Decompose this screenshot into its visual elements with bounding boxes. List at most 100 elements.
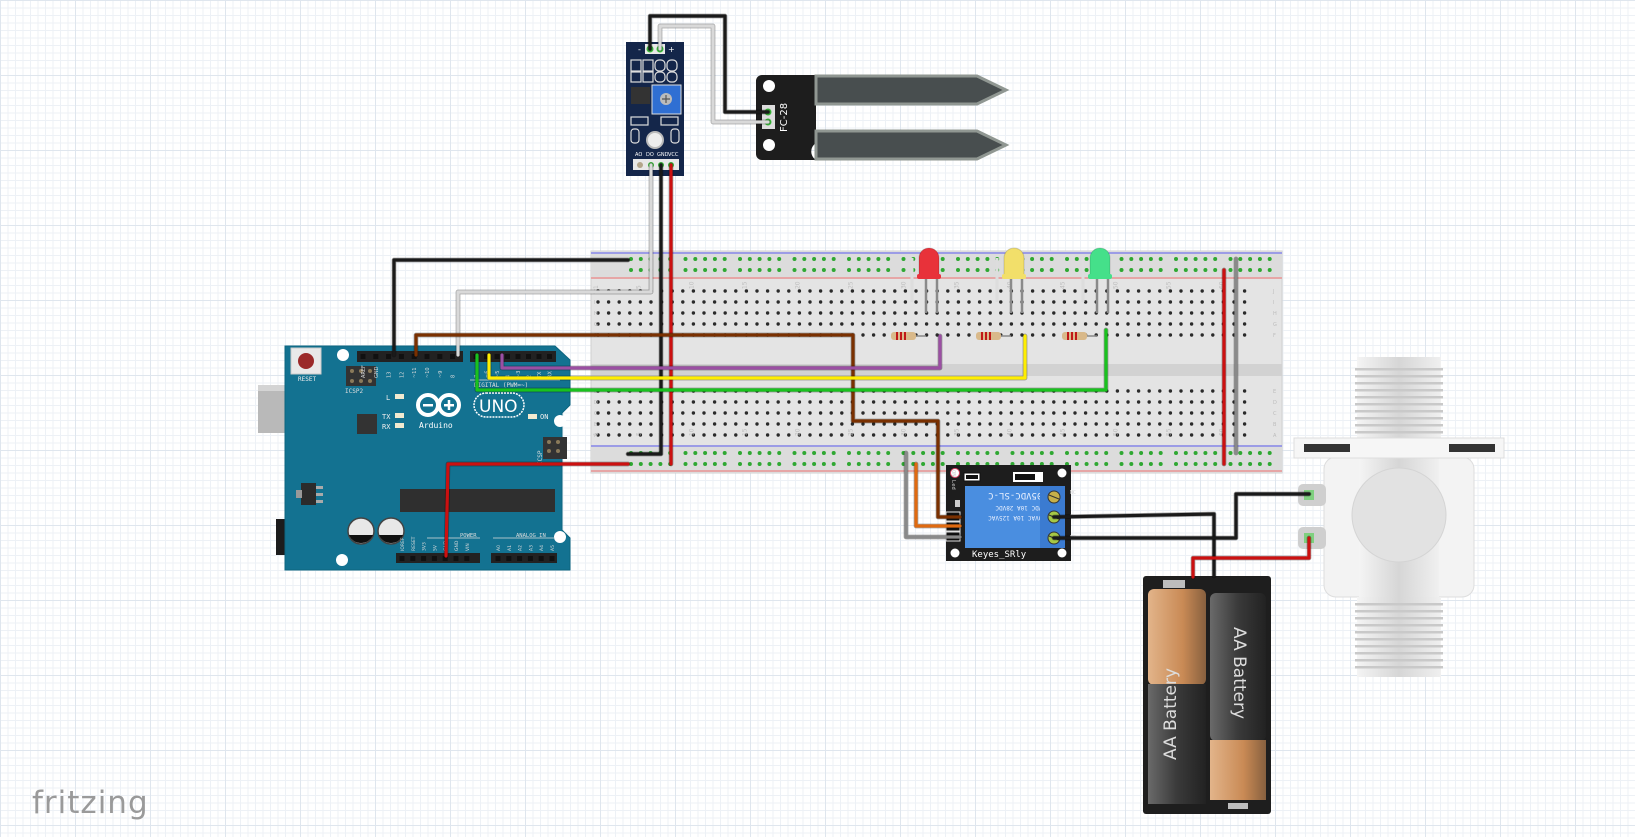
breadboard-hole[interactable] — [744, 400, 749, 404]
breadboard-hole[interactable] — [606, 311, 611, 315]
breadboard-hole[interactable] — [861, 422, 865, 426]
breadboard-hole[interactable] — [776, 300, 780, 304]
breadboard-hole[interactable] — [808, 300, 812, 304]
rail-hole[interactable] — [1228, 268, 1233, 272]
breadboard-hole[interactable] — [1211, 322, 1215, 326]
breadboard-hole[interactable] — [1179, 300, 1183, 304]
rail-hole[interactable] — [777, 268, 782, 272]
breadboard-hole[interactable] — [596, 411, 600, 415]
breadboard-hole[interactable] — [797, 311, 802, 315]
breadboard-hole[interactable] — [787, 300, 791, 304]
breadboard-hole[interactable] — [1242, 422, 1247, 426]
breadboard-hole[interactable] — [1147, 400, 1151, 404]
rail-hole[interactable] — [747, 462, 752, 466]
breadboard-hole[interactable] — [681, 311, 685, 315]
breadboard-hole[interactable] — [1030, 322, 1035, 326]
breadboard-hole[interactable] — [628, 400, 632, 404]
rail-hole[interactable] — [693, 451, 698, 455]
breadboard-hole[interactable] — [681, 433, 685, 437]
breadboard-hole[interactable] — [755, 422, 759, 426]
breadboard-hole[interactable] — [871, 400, 876, 404]
rail-hole[interactable] — [1084, 268, 1089, 272]
breadboard-hole[interactable] — [914, 400, 918, 404]
rail-hole[interactable] — [812, 257, 817, 261]
rail-hole[interactable] — [1104, 462, 1109, 466]
breadboard-hole[interactable] — [1030, 289, 1035, 293]
breadboard-hole[interactable] — [946, 422, 950, 426]
rail-hole[interactable] — [1203, 451, 1208, 455]
rail-hole[interactable] — [856, 451, 861, 455]
breadboard-hole[interactable] — [1189, 333, 1194, 337]
header-pin[interactable] — [431, 556, 437, 561]
breadboard-hole[interactable] — [744, 411, 749, 415]
rail-hole[interactable] — [1094, 462, 1099, 466]
breadboard-hole[interactable] — [1242, 400, 1247, 404]
breadboard-hole[interactable] — [808, 433, 812, 437]
breadboard-hole[interactable] — [871, 411, 876, 415]
breadboard-hole[interactable] — [1073, 400, 1077, 404]
breadboard-hole[interactable] — [1136, 300, 1141, 304]
breadboard-hole[interactable] — [797, 300, 802, 304]
breadboard-hole[interactable] — [1030, 433, 1035, 437]
breadboard-hole[interactable] — [967, 433, 971, 437]
breadboard-hole[interactable] — [723, 300, 727, 304]
breadboard-hole[interactable] — [871, 311, 876, 315]
rail-hole[interactable] — [856, 462, 861, 466]
breadboard-hole[interactable] — [1200, 411, 1204, 415]
breadboard-hole[interactable] — [893, 300, 897, 304]
breadboard-hole[interactable] — [617, 300, 621, 304]
breadboard-hole[interactable] — [977, 289, 982, 293]
pin-ao[interactable] — [637, 162, 643, 168]
breadboard-hole[interactable] — [1200, 300, 1204, 304]
breadboard-hole[interactable] — [1158, 333, 1162, 337]
breadboard-hole[interactable] — [628, 433, 632, 437]
wire-core[interactable] — [648, 14, 770, 114]
wire-core[interactable] — [914, 462, 962, 528]
breadboard-hole[interactable] — [1020, 433, 1024, 437]
breadboard-hole[interactable] — [1073, 322, 1077, 326]
breadboard-hole[interactable] — [956, 311, 961, 315]
breadboard-hole[interactable] — [903, 411, 908, 415]
breadboard-hole[interactable] — [628, 411, 632, 415]
header-pin[interactable] — [484, 354, 489, 359]
breadboard-hole[interactable] — [723, 400, 727, 404]
breadboard-hole[interactable] — [1062, 300, 1067, 304]
breadboard-hole[interactable] — [999, 411, 1003, 415]
breadboard-hole[interactable] — [797, 322, 802, 326]
rail-hole[interactable] — [738, 268, 742, 272]
breadboard-hole[interactable] — [1136, 433, 1141, 437]
breadboard-hole[interactable] — [818, 322, 823, 326]
breadboard-hole[interactable] — [967, 400, 971, 404]
header-pin[interactable] — [526, 354, 531, 359]
breadboard-hole[interactable] — [765, 300, 770, 304]
breadboard-hole[interactable] — [956, 333, 961, 337]
breadboard-hole[interactable] — [988, 322, 992, 326]
breadboard-hole[interactable] — [829, 411, 833, 415]
breadboard-hole[interactable] — [882, 311, 886, 315]
breadboard-hole[interactable] — [1136, 411, 1141, 415]
breadboard-hole[interactable] — [903, 289, 908, 293]
rail-hole[interactable] — [876, 451, 881, 455]
rail-hole[interactable] — [831, 268, 836, 272]
rail-hole[interactable] — [1148, 257, 1153, 261]
wire-core[interactable] — [392, 258, 630, 357]
rail-hole[interactable] — [1213, 257, 1218, 261]
breadboard-hole[interactable] — [797, 433, 802, 437]
breadboard-hole[interactable] — [1200, 322, 1204, 326]
breadboard-hole[interactable] — [967, 322, 971, 326]
breadboard-hole[interactable] — [765, 422, 770, 426]
breadboard-hole[interactable] — [935, 333, 939, 337]
breadboard-hole[interactable] — [723, 289, 727, 293]
breadboard-hole[interactable] — [956, 289, 961, 293]
rail-hole[interactable] — [831, 451, 836, 455]
rail-hole[interactable] — [975, 268, 980, 272]
breadboard-hole[interactable] — [649, 433, 653, 437]
breadboard-hole[interactable] — [776, 289, 780, 293]
breadboard-hole[interactable] — [681, 411, 685, 415]
breadboard-hole[interactable] — [935, 400, 939, 404]
breadboard-hole[interactable] — [850, 300, 855, 304]
wire-do[interactable] — [455, 162, 654, 358]
breadboard-hole[interactable] — [871, 333, 876, 337]
rail-hole[interactable] — [911, 462, 916, 466]
breadboard-hole[interactable] — [638, 400, 643, 404]
